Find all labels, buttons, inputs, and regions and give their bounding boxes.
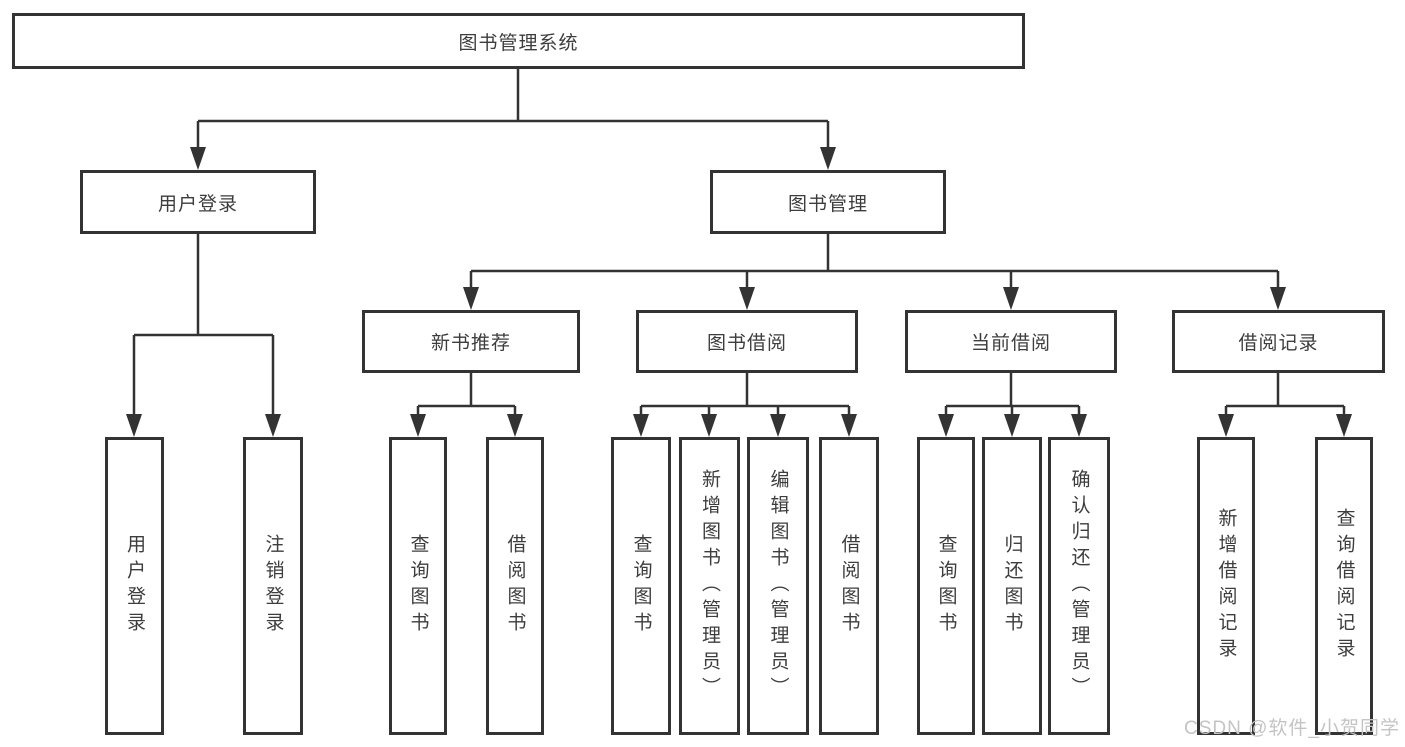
leaf-confirm-return-admin: 确认归还（管理员）: [1048, 437, 1110, 735]
leaf-label: 新增图书（管理员）: [699, 469, 720, 703]
arrowhead-icon: [770, 414, 786, 437]
leaf-user-login: 用户登录: [105, 437, 164, 735]
leaf-query-book-2: 查询图书: [611, 437, 671, 735]
csdn-watermark: CSDN @软件_小贺同学: [1184, 718, 1400, 739]
arrowhead-icon: [1336, 414, 1352, 437]
leaf-label: 查询图书: [630, 534, 652, 638]
leaf-edit-book-admin: 编辑图书（管理员）: [747, 437, 809, 735]
node-new-book-recommend-label: 新书推荐: [430, 333, 511, 354]
arrowhead-icon: [739, 287, 755, 310]
user-login-connector: [126, 234, 281, 437]
arrowhead-icon: [507, 414, 523, 437]
leaf-query-book-1: 查询图书: [389, 437, 447, 735]
leaf-add-borrow-record: 新增借阅记录: [1197, 437, 1255, 735]
arrowhead-icon: [633, 414, 649, 437]
node-borrow-record: 借阅记录: [1172, 310, 1385, 373]
leaf-borrow-book-2: 借阅图书: [819, 437, 879, 735]
connector-line: [1224, 373, 1346, 417]
current-borrow-connector: [938, 373, 1087, 437]
borrow-record-connector: [1218, 373, 1352, 437]
leaf-label: 查询图书: [935, 534, 957, 638]
new-book-connector: [410, 373, 523, 437]
arrowhead-icon: [1071, 414, 1087, 437]
arrowhead-icon: [126, 414, 142, 437]
node-book-management: 图书管理: [710, 170, 946, 234]
leaf-label: 查询借阅记录: [1333, 508, 1355, 664]
node-current-borrow: 当前借阅: [905, 310, 1117, 373]
leaf-label: 编辑图书（管理员）: [767, 469, 789, 703]
book-borrow-connector: [633, 373, 857, 437]
leaf-label: 确认归还（管理员）: [1068, 469, 1090, 703]
node-current-borrow-label: 当前借阅: [970, 333, 1051, 354]
leaf-return-book: 归还图书: [982, 437, 1042, 735]
connector-line: [944, 373, 1081, 417]
leaf-label: 借阅图书: [838, 534, 860, 638]
leaf-label: 注销登录: [262, 534, 284, 638]
leaf-label: 用户登录: [124, 534, 145, 638]
connector-line: [132, 234, 275, 417]
connector-line: [469, 234, 1280, 289]
arrowhead-icon: [265, 414, 281, 437]
arrowhead-icon: [1003, 287, 1019, 310]
connector-line: [196, 69, 830, 150]
node-borrow-record-label: 借阅记录: [1238, 333, 1319, 354]
node-book-management-label: 图书管理: [787, 193, 868, 215]
root-connector: [190, 69, 836, 170]
node-book-borrow-label: 图书借阅: [706, 333, 787, 354]
arrowhead-icon: [938, 414, 954, 437]
arrowhead-icon: [820, 147, 836, 170]
leaf-query-borrow-record: 查询借阅记录: [1315, 437, 1373, 735]
connector-line: [416, 373, 517, 417]
arrowhead-icon: [841, 414, 857, 437]
arrowhead-icon: [190, 147, 206, 170]
arrowhead-icon: [410, 414, 426, 437]
leaf-label: 查询图书: [407, 534, 429, 638]
leaf-query-book-3: 查询图书: [917, 437, 975, 735]
arrowhead-icon: [463, 287, 479, 310]
node-new-book-recommend: 新书推荐: [362, 310, 580, 373]
leaf-logout: 注销登录: [243, 437, 303, 735]
leaf-label: 借阅图书: [504, 534, 526, 638]
book-management-connector: [463, 234, 1286, 310]
leaf-label: 新增借阅记录: [1215, 508, 1237, 664]
arrowhead-icon: [1270, 287, 1286, 310]
node-book-borrow: 图书借阅: [636, 310, 858, 373]
arrowhead-icon: [1218, 414, 1234, 437]
node-user-login-label: 用户登录: [157, 193, 238, 215]
leaf-borrow-book-1: 借阅图书: [486, 437, 544, 735]
node-root: 图书管理系统: [12, 13, 1025, 69]
node-root-label: 图书管理系统: [458, 32, 579, 54]
node-user-login: 用户登录: [80, 170, 316, 234]
arrowhead-icon: [1004, 414, 1020, 437]
leaf-add-book-admin: 新增图书（管理员）: [679, 437, 740, 735]
arrowhead-icon: [701, 414, 717, 437]
leaf-label: 归还图书: [1001, 534, 1023, 638]
connector-line: [639, 373, 851, 417]
